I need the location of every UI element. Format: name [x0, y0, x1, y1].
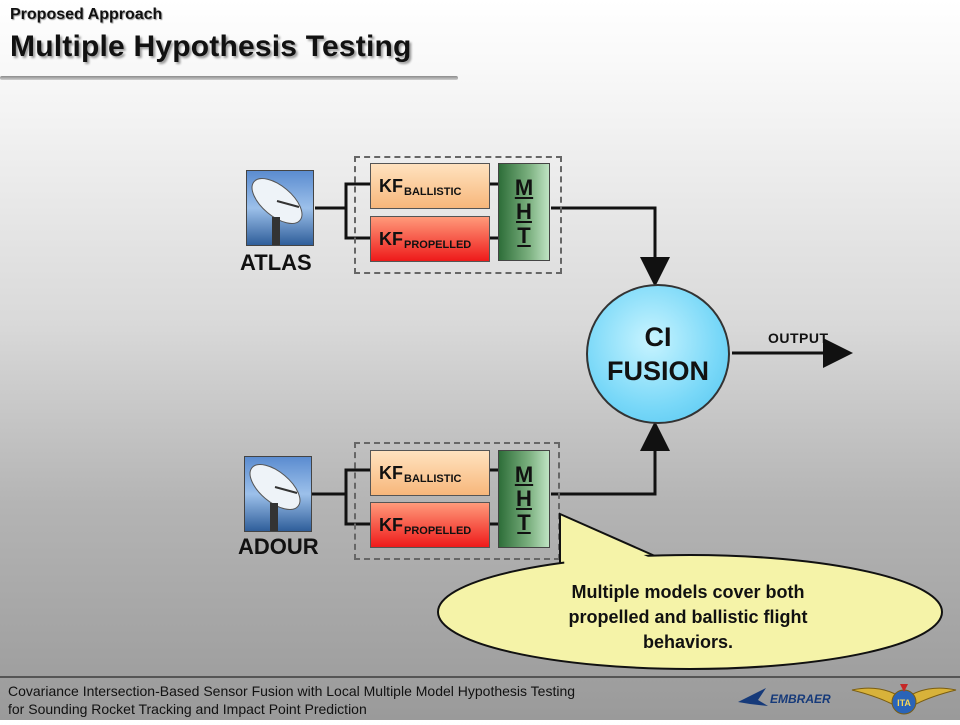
- kf-propelled-subscript: PROPELLED: [404, 525, 472, 537]
- kf-propelled-subscript: PROPELLED: [404, 239, 472, 251]
- output-label: OUTPUT: [768, 330, 829, 346]
- mht-letter: H: [516, 199, 532, 224]
- kf-label: KF: [379, 228, 403, 249]
- mht-letter: M: [514, 462, 534, 487]
- mht-letter: T: [517, 510, 531, 535]
- kf-ballistic-subscript: BALLISTIC: [404, 473, 462, 485]
- embraer-logo: EMBRAER: [736, 684, 840, 714]
- slide-subtitle: Proposed Approach: [10, 6, 163, 23]
- footer-line-1: Covariance Intersection-Based Sensor Fus…: [8, 683, 576, 699]
- mht-letter: M: [514, 175, 534, 200]
- ci-fusion-node: CI FUSION: [586, 284, 730, 424]
- callout-line: behaviors.: [642, 632, 734, 652]
- footer-divider: [0, 676, 960, 678]
- adour-filter-group: [354, 442, 560, 560]
- footer-citation: Covariance Intersection-Based Sensor Fus…: [8, 682, 658, 718]
- kf-label: KF: [379, 514, 403, 535]
- slide-title: Multiple Hypothesis Testing: [10, 30, 412, 63]
- embraer-jet-icon: [738, 688, 768, 706]
- ita-logo: ITA: [850, 680, 958, 720]
- wire-upper-mht-to-fusion: [551, 206, 670, 287]
- title-underline: [0, 76, 458, 80]
- wire-lower-mht-to-fusion: [551, 421, 670, 496]
- kf-label: KF: [379, 175, 403, 196]
- sensor-label-adour: ADOUR: [238, 534, 319, 559]
- atlas-mht-block: M H T: [498, 163, 550, 261]
- atlas-filter-group: [354, 156, 562, 274]
- fusion-label-line2: FUSION: [606, 356, 709, 386]
- radar-dish-icon: [249, 464, 301, 531]
- kf-ballistic-subscript: BALLISTIC: [404, 186, 462, 198]
- footer-line-2: for Sounding Rocket Tracking and Impact …: [8, 701, 367, 717]
- adour-radar-dish-image: [244, 456, 312, 532]
- mht-letter: T: [517, 223, 531, 248]
- wire-atlas-fork: [315, 182, 370, 240]
- slide-header: Proposed Approach Multiple Hypothesis Te…: [0, 0, 960, 90]
- ita-logo-text: ITA: [897, 698, 911, 708]
- atlas-radar-dish-image: [246, 170, 314, 246]
- callout-line: propelled and ballistic flight: [568, 607, 808, 627]
- sensor-label-atlas: ATLAS: [240, 250, 312, 275]
- fusion-label-line1: CI: [644, 322, 672, 352]
- kf-label: KF: [379, 462, 403, 483]
- mht-letter: H: [516, 486, 532, 511]
- callout-text: Multiple models cover both propelled and…: [478, 580, 898, 655]
- radar-dish-icon: [251, 178, 303, 245]
- callout-line: Multiple models cover both: [571, 582, 805, 602]
- adour-mht-block: M H T: [498, 450, 550, 548]
- embraer-wordmark: EMBRAER: [770, 692, 831, 706]
- wire-adour-fork: [311, 468, 370, 526]
- ita-wings-icon: ITA: [851, 684, 957, 715]
